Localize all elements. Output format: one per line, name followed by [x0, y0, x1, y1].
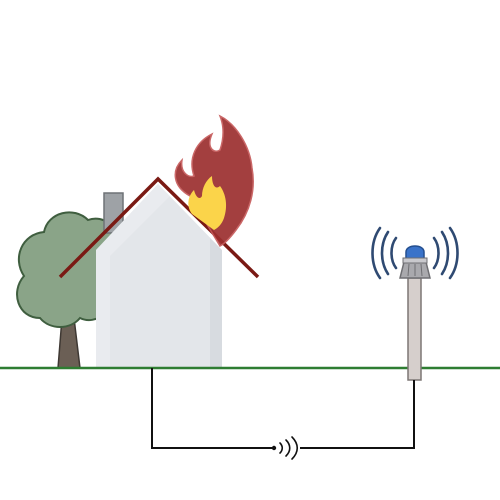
house-icon [58, 176, 260, 368]
signal-wave-icon [371, 226, 459, 280]
fire-icon [174, 114, 254, 247]
wire-signal-icon [279, 436, 299, 460]
alarm-siren-icon [399, 245, 431, 381]
siren-pole [407, 277, 422, 381]
alarm-wire [151, 368, 415, 460]
roof [58, 176, 260, 279]
